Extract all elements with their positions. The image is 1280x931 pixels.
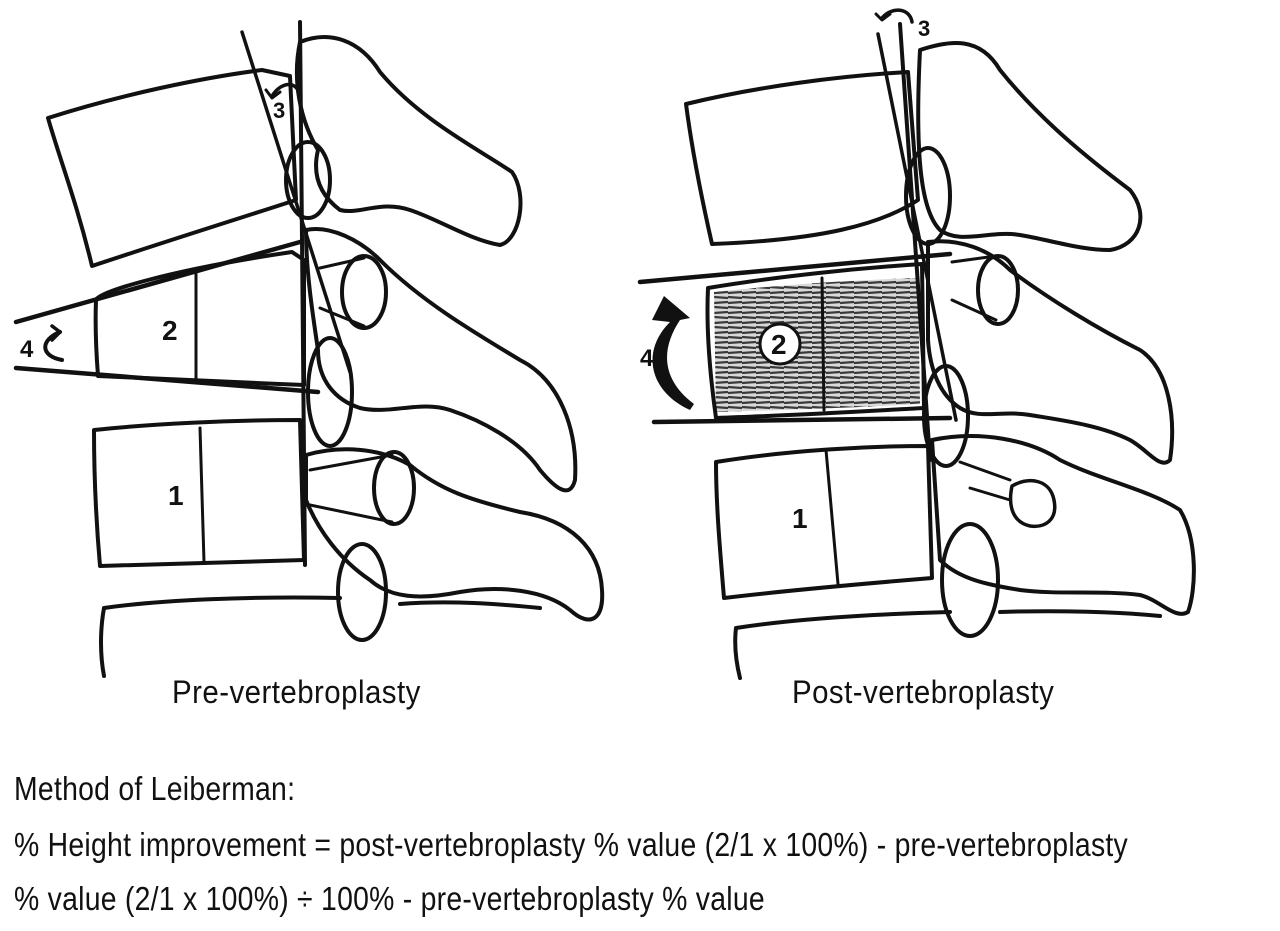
- upper-posterior-elements: [294, 35, 523, 247]
- index-vertebral-body: [705, 262, 926, 420]
- lower-vertebral-body: [714, 444, 934, 600]
- lower-vertebral-body: [92, 418, 306, 568]
- cement-filled-index-body: [714, 278, 920, 412]
- upper-endplate-line: [13, 239, 303, 325]
- pre-vertebroplasty-panel: [13, 20, 605, 678]
- posterior-vertical-line: [298, 20, 307, 567]
- index-pedicle-shaft: [318, 256, 366, 328]
- method-title: Method of Leiberman:: [14, 770, 296, 807]
- angle-3-arrowhead: [264, 88, 282, 100]
- index-posterior-elements: [304, 227, 578, 493]
- angle-4-arrowhead: [50, 324, 62, 342]
- sacral-segment: [733, 609, 1162, 680]
- lower-pedicle: [1008, 479, 1057, 529]
- formula-line-1: % Height improvement = post-vertebroplas…: [14, 826, 1129, 863]
- post-vertebroplasty-panel: [637, 8, 1196, 680]
- upper-facet-joint: [284, 140, 332, 220]
- post-vertebroplasty-caption: Post-vertebroplasty: [792, 674, 1055, 710]
- pre-label-angle-3: 3: [273, 98, 285, 123]
- tilt-line-angle-3: [240, 30, 352, 374]
- circled-label-2-ring: [758, 322, 802, 366]
- index-pedicle-shaft: [950, 254, 998, 322]
- post-label-angle-4: 4: [640, 345, 654, 372]
- pre-label-vertebra-2: 2: [162, 315, 178, 346]
- upper-vertebral-body: [684, 70, 920, 246]
- upper-posterior-elements: [916, 41, 1143, 252]
- lower-pedicle-shaft: [308, 453, 394, 524]
- angle-3-arrow: [880, 8, 914, 24]
- upper-vertebral-body: [46, 68, 298, 268]
- formula-line-2: % value (2/1 x 100%) ÷ 100% - pre-verteb…: [14, 880, 765, 917]
- index-vertebral-body: [93, 250, 306, 387]
- angle-4-arrow: [652, 296, 694, 410]
- lower-endplate-line: [13, 365, 321, 395]
- angle-3-arrowhead: [874, 12, 892, 22]
- lower-pedicle-shaft: [958, 460, 1012, 502]
- pre-label-vertebra-1: 1: [168, 480, 184, 511]
- lower-pedicle: [372, 450, 416, 526]
- post-label-vertebra-2: 2: [771, 329, 787, 360]
- lower-posterior-elements: [930, 434, 1196, 616]
- lower-facet-joint: [336, 542, 388, 642]
- lower-posterior-elements: [304, 447, 605, 622]
- index-pedicle: [976, 254, 1020, 326]
- post-label-vertebra-1: 1: [792, 503, 808, 534]
- index-body-divider: [820, 276, 826, 412]
- pre-label-angle-4: 4: [20, 336, 34, 363]
- angle-3-arrow: [270, 82, 302, 102]
- lower-endplate-line: [651, 415, 953, 425]
- pre-vertebroplasty-caption: Pre-vertebroplasty: [172, 674, 421, 710]
- posterior-vertical-line: [898, 22, 932, 462]
- lower-body-divider: [198, 426, 206, 564]
- lower-body-divider: [824, 448, 840, 586]
- index-pedicle: [340, 254, 388, 330]
- sacral-segment: [99, 595, 542, 678]
- tilt-line-angle-3: [876, 32, 958, 422]
- post-label-angle-3: 3: [918, 16, 930, 41]
- upper-endplate-line: [637, 251, 953, 285]
- index-posterior-elements: [926, 239, 1175, 465]
- lower-facet-joint: [940, 522, 1000, 638]
